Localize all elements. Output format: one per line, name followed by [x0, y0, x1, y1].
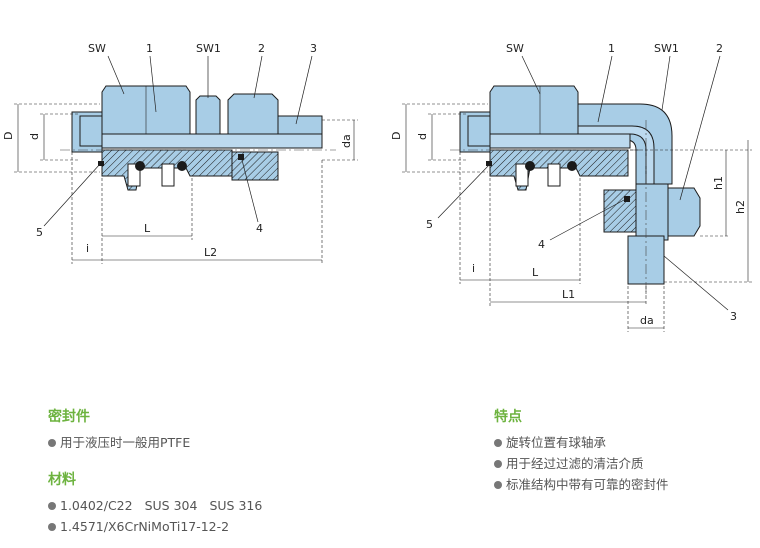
- material-item-2: 1.4571/X6CrNiMoTi17-12-2: [48, 516, 262, 537]
- right-thread: [467, 115, 491, 147]
- left-dim-d: d: [28, 133, 41, 140]
- left-ball-1: [135, 161, 145, 171]
- bullet-icon: [494, 439, 502, 447]
- bullet-icon: [494, 460, 502, 468]
- left-label-2: 2: [258, 42, 265, 55]
- left-label-sw1: SW1: [196, 42, 221, 55]
- left-bore: [101, 133, 323, 149]
- bullet-icon: [48, 502, 56, 510]
- right-label-2: 2: [716, 42, 723, 55]
- right-bolt-2: [547, 163, 561, 187]
- features-heading: 特点: [494, 409, 522, 425]
- bullet-icon: [494, 481, 502, 489]
- right-diagram: SW 1 SW1 2 5 4 3 D d h1 h2 i L L1 da: [390, 42, 752, 332]
- right-label-4: 4: [538, 238, 545, 251]
- left-dim-da: da: [340, 134, 353, 148]
- left-seal-4: [238, 154, 244, 160]
- seal-heading: 密封件: [48, 409, 90, 425]
- left-bolt-2: [161, 163, 175, 187]
- right-dim-D: D: [390, 132, 403, 140]
- bullet-icon: [48, 439, 56, 447]
- right-dim-h2: h2: [734, 200, 747, 214]
- bullet-icon: [48, 523, 56, 531]
- right-label-sw: SW: [506, 42, 524, 55]
- right-dim-da: da: [640, 314, 654, 327]
- right-dim-L1: L1: [562, 288, 575, 301]
- feature-item-1: 旋转位置有球轴承: [494, 432, 669, 453]
- right-ball-1: [525, 161, 535, 171]
- right-dim-i: i: [472, 262, 475, 275]
- right-bolt-1: [515, 163, 529, 187]
- left-label-1: 1: [146, 42, 153, 55]
- right-label-5: 5: [426, 218, 433, 231]
- right-label-3: 3: [730, 310, 737, 323]
- right-label-sw1: SW1: [654, 42, 679, 55]
- left-dim-L: L: [144, 222, 151, 235]
- right-ball-2: [567, 161, 577, 171]
- right-section-nut: [603, 189, 637, 233]
- left-label-5: 5: [36, 226, 43, 239]
- feature-item-2: 用于经过过滤的清洁介质: [494, 453, 669, 474]
- left-dim-D: D: [2, 132, 15, 140]
- seal-section: 密封件 用于液压时一般用PTFE: [48, 406, 190, 453]
- technical-drawings: SW 1 SW1 2 3 5 4 D d da L L2 i: [2, 42, 752, 332]
- right-dim-h1: h1: [712, 176, 725, 190]
- left-diagram: SW 1 SW1 2 3 5 4 D d da L L2 i: [2, 42, 358, 264]
- left-ball-2: [177, 161, 187, 171]
- material-heading: 材料: [48, 472, 76, 488]
- left-thread: [79, 115, 103, 147]
- right-dim-d: d: [416, 133, 429, 140]
- left-label-4: 4: [256, 222, 263, 235]
- left-label-3: 3: [310, 42, 317, 55]
- left-dim-i: i: [86, 242, 89, 255]
- feature-item-3: 标准结构中带有可靠的密封件: [494, 474, 669, 495]
- right-dim-L: L: [532, 266, 539, 279]
- right-seal-5: [486, 161, 492, 166]
- right-label-1: 1: [608, 42, 615, 55]
- right-bore: [489, 133, 631, 149]
- left-seal-5: [98, 161, 104, 166]
- seal-item: 用于液压时一般用PTFE: [48, 432, 190, 453]
- right-seal-4: [624, 196, 630, 202]
- left-dim-L2: L2: [204, 246, 217, 259]
- left-label-sw: SW: [88, 42, 106, 55]
- features-section: 特点 旋转位置有球轴承 用于经过过滤的清洁介质 标准结构中带有可靠的密封件: [494, 406, 669, 495]
- right-vertical-body: [635, 183, 669, 241]
